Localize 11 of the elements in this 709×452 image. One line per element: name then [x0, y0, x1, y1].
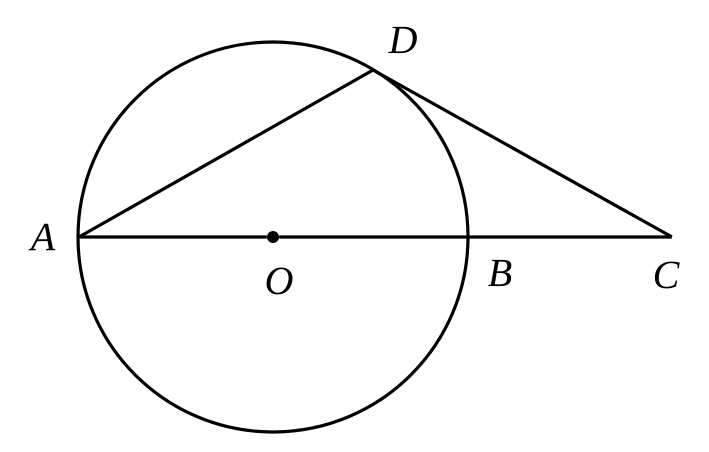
point-label: D [388, 26, 417, 54]
point-label: C [654, 262, 680, 288]
point-label: A [28, 224, 56, 250]
point-label: O [266, 268, 292, 294]
line-segment [79, 235, 267, 239]
point-label: B [488, 260, 512, 286]
line-segment [468, 235, 672, 239]
line-segment [372, 68, 673, 238]
line-segment [279, 235, 468, 239]
center-dot [267, 231, 279, 243]
line-segment [78, 68, 374, 238]
